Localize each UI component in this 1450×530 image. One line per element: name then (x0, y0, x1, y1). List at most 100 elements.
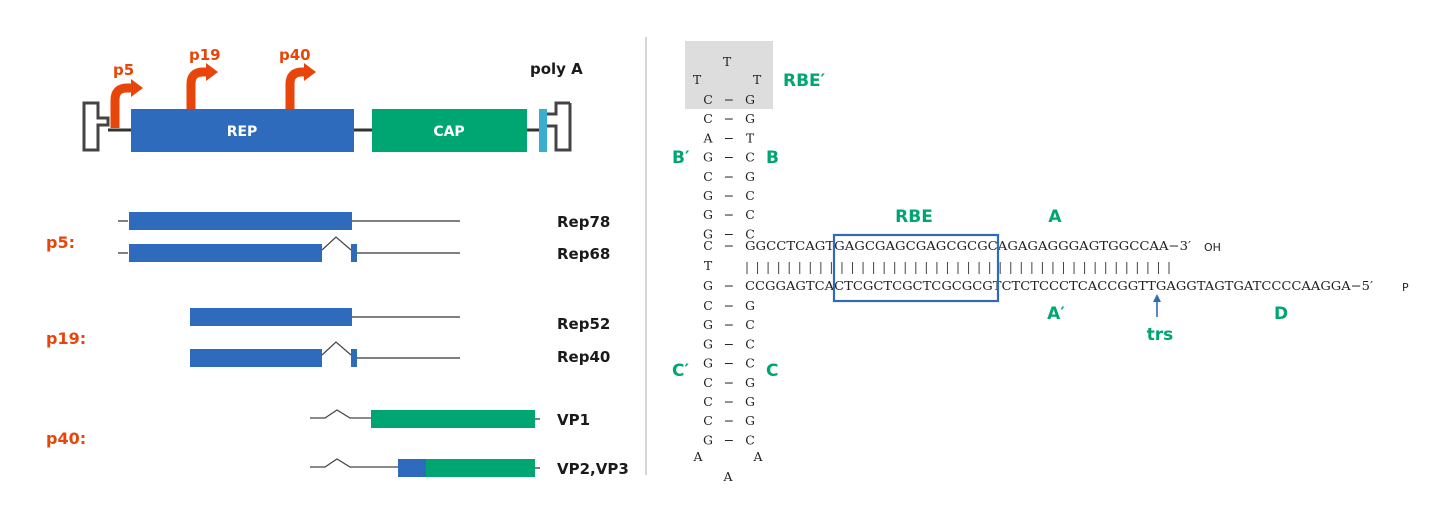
cap-exon (426, 459, 535, 477)
transcripts: p5: Rep78 Rep68 p19: Rep52 Re (46, 212, 629, 478)
c-arm-pair: G−C (703, 432, 755, 447)
arrowhead-icon (206, 63, 218, 81)
intron-splice (321, 236, 352, 251)
pair-dash: − (724, 169, 734, 184)
base: G (745, 394, 755, 409)
base: C (703, 375, 713, 390)
base: G (703, 226, 713, 241)
promoter-group-label-p5: p5: (46, 233, 75, 252)
rep-overlap-exon (398, 459, 426, 477)
base: T (746, 130, 755, 145)
rep-exon (190, 308, 352, 326)
a-label: A (1048, 207, 1062, 227)
pair-dash: − (724, 150, 734, 165)
c-arm-pair: G−C (703, 317, 755, 332)
pair-dash: − (724, 92, 734, 107)
base: C (703, 298, 713, 313)
rep-exon (190, 349, 322, 367)
pair-dash: − (724, 432, 734, 447)
top-strand-sequence: GGCCTCAGTGAGCGAGCGAGCGCGCAGAGAGGGAGTGGCC… (745, 238, 1191, 253)
b-arm-pair: G−C (703, 226, 755, 241)
loop-base: T (693, 72, 702, 87)
hinge-dash: − (724, 278, 734, 293)
c-arm-pair: G−C (703, 336, 755, 351)
transcript-label: Rep68 (557, 245, 610, 263)
transcript-label: Rep52 (557, 315, 610, 333)
hinge-base-mid: T (704, 258, 713, 273)
base: G (745, 375, 755, 390)
a-prime-label: A′ (1047, 304, 1065, 324)
hinge-dash: − (724, 238, 734, 253)
transcript-label: Rep78 (557, 213, 610, 231)
left-itr-icon (82, 101, 110, 152)
arrowhead-icon (304, 63, 316, 81)
base: C (703, 413, 713, 428)
rep-exon (351, 244, 357, 262)
loop-base: A (722, 469, 733, 484)
rep-exon (351, 349, 357, 367)
base: G (703, 356, 713, 371)
itr-hairpin: T T T RBE′ C−GC−GA−TG−CC−GG−CG−CG−C B′ B… (672, 41, 1409, 484)
c-label: C (766, 361, 778, 381)
transcript-label: Rep40 (557, 348, 610, 366)
rbe-label: RBE (895, 207, 933, 227)
base: C (745, 207, 755, 222)
cap-gene-label: CAP (433, 124, 464, 140)
promoter-label: p5 (113, 61, 134, 79)
bottom-strand-sequence: CCGGAGTCACTCGCTCGCTCGCGCGTCTCTCCCTCACCGG… (745, 278, 1373, 293)
base: G (703, 150, 713, 165)
transcript-rep40: Rep40 (190, 341, 610, 367)
cap-gene-box (372, 109, 527, 152)
base: C (745, 336, 755, 351)
polya-label: poly A (530, 60, 583, 78)
base: G (703, 336, 713, 351)
trs-arrowhead-icon (1153, 294, 1161, 302)
base: C (745, 356, 755, 371)
hinge-base-bottom: G (703, 278, 713, 293)
b-arm-pair: C−G (703, 92, 755, 107)
rbe-box (832, 233, 1000, 303)
base: G (703, 317, 713, 332)
base: G (745, 92, 755, 107)
promoter-p19: p19 (186, 46, 221, 109)
b-arm-pair: G−C (703, 207, 755, 222)
transcript-vp1: VP1 (310, 409, 590, 429)
pair-dash: − (724, 111, 734, 126)
b-arm-pair: G−C (703, 188, 755, 203)
hinge-base-top: C (703, 238, 713, 253)
c-prime-label: C′ (672, 361, 689, 381)
b-arm-pair: A−T (702, 130, 754, 145)
loop-base: A (752, 449, 763, 464)
pair-dash: − (724, 317, 734, 332)
right-itr-icon (546, 101, 572, 152)
base: C (703, 111, 713, 126)
intron-splice (310, 458, 398, 468)
base: G (703, 188, 713, 203)
promoter-arrow-icon (110, 83, 133, 128)
promoter-group-label-p19: p19: (46, 329, 86, 348)
d-label: D (1274, 304, 1288, 324)
base: G (745, 169, 755, 184)
base: C (745, 317, 755, 332)
transcript-label: VP2,VP3 (557, 460, 629, 478)
b-label: B (766, 148, 779, 168)
promoter-label: p19 (189, 46, 221, 64)
bottom-strand-end-label: P (1402, 281, 1409, 294)
promoter-p40: p40 (279, 46, 316, 109)
base: C (703, 92, 713, 107)
rep-gene-label: REP (227, 124, 258, 140)
b-prime-label: B′ (672, 148, 690, 168)
promoter-p5: p5 (110, 61, 143, 128)
rbe-prime-label: RBE′ (783, 71, 826, 91)
pair-dash: − (724, 298, 734, 313)
transcript-rep78: Rep78 (118, 212, 610, 231)
genome-map: REP CAP poly A p5 p19 p40 (82, 46, 583, 152)
base: C (745, 226, 755, 241)
pair-dash: − (724, 356, 734, 371)
base: C (745, 150, 755, 165)
rep-exon (129, 244, 322, 262)
c-arm-pair: C−G (703, 375, 755, 390)
base: A (702, 130, 713, 145)
pair-dash: − (724, 130, 734, 145)
